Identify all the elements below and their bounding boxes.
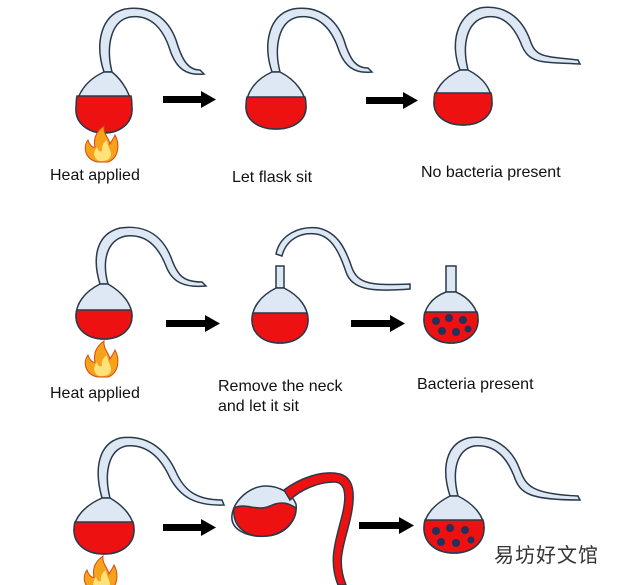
arrow-icon (163, 519, 216, 536)
arrow-icon (359, 517, 414, 534)
row-2 (75, 226, 479, 378)
caption-bacteria-present: Bacteria present (417, 376, 534, 393)
intact-flask (245, 7, 374, 130)
arrow-icon (163, 91, 216, 108)
row-1 (75, 6, 582, 163)
arrow-icon (366, 92, 418, 109)
heated-flask (73, 436, 226, 585)
bacteria-icon (432, 524, 475, 547)
contaminated-flask (423, 265, 479, 344)
arrow-icon (166, 315, 220, 332)
neck-removed-flask (251, 226, 411, 344)
arrow-icon (351, 315, 405, 332)
caption-remove-neck: Remove the neck and let it sit (218, 377, 343, 417)
heated-flask (75, 226, 208, 378)
flame-icon (84, 340, 119, 378)
caption-heat-applied: Heat applied (50, 167, 140, 184)
caption-heat-applied: Heat applied (50, 385, 140, 402)
contaminated-flask (423, 436, 582, 554)
flame-icon (83, 555, 118, 585)
caption-no-bacteria: No bacteria present (421, 164, 561, 181)
caption-let-flask-sit: Let flask sit (232, 169, 313, 186)
heated-flask (75, 7, 206, 163)
row-3 (73, 436, 582, 585)
tilted-flask (231, 472, 354, 585)
caption-line: and let it sit (218, 398, 299, 415)
bacteria-icon (432, 314, 472, 336)
watermark: 易坊好文馆 (494, 541, 612, 569)
caption-line: Remove the neck (218, 378, 343, 395)
sterile-flask (433, 6, 582, 126)
